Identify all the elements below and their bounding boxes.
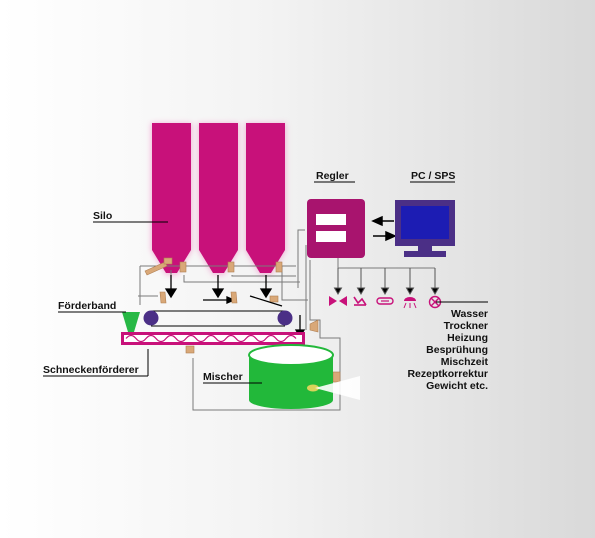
funnel bbox=[122, 312, 140, 332]
regler-label: Regler bbox=[316, 170, 349, 182]
screw-conveyor bbox=[121, 332, 305, 345]
conveyor-roller-left bbox=[143, 310, 159, 326]
heater-icon bbox=[353, 296, 367, 306]
regler-pc-arrows bbox=[371, 215, 397, 242]
control-icons bbox=[329, 295, 442, 309]
pc-monitor bbox=[395, 200, 455, 257]
foerderband-label: Förderband bbox=[58, 300, 116, 312]
regler-controller bbox=[307, 199, 365, 258]
output-lines bbox=[333, 268, 440, 295]
output-item: Wasser bbox=[451, 308, 488, 320]
spray-beam bbox=[315, 376, 360, 400]
spray-icon bbox=[403, 297, 417, 309]
silo-2 bbox=[199, 123, 238, 273]
mischer-label: Mischer bbox=[203, 371, 243, 383]
valve-icon bbox=[329, 296, 337, 306]
actuators bbox=[144, 257, 341, 383]
output-item: Rezeptkorrektur bbox=[407, 368, 488, 380]
silo-label: Silo bbox=[93, 210, 112, 222]
schnecke-label: Schneckenförderer bbox=[43, 364, 139, 376]
silo-group bbox=[151, 123, 286, 275]
resistor-icon bbox=[376, 297, 394, 305]
silo-1 bbox=[152, 123, 191, 273]
output-item: Heizung bbox=[447, 332, 488, 344]
output-item: Besprühung bbox=[426, 344, 488, 356]
pc-label: PC / SPS bbox=[411, 170, 455, 182]
slide-flap bbox=[249, 295, 283, 307]
silo-outlet-arrows bbox=[164, 275, 306, 339]
conveyor-belt bbox=[143, 310, 293, 327]
leader-lines bbox=[43, 181, 488, 384]
silo-1-gate bbox=[144, 261, 168, 276]
output-item: Trockner bbox=[444, 320, 488, 332]
output-item: Mischzeit bbox=[441, 356, 489, 368]
output-list: Wasser Trockner Heizung Besprühung Misch… bbox=[407, 308, 488, 392]
conveyor-roller-right bbox=[277, 310, 293, 326]
output-item: Gewicht etc. bbox=[426, 380, 488, 392]
silo-3 bbox=[246, 123, 285, 273]
mixer bbox=[248, 344, 360, 409]
